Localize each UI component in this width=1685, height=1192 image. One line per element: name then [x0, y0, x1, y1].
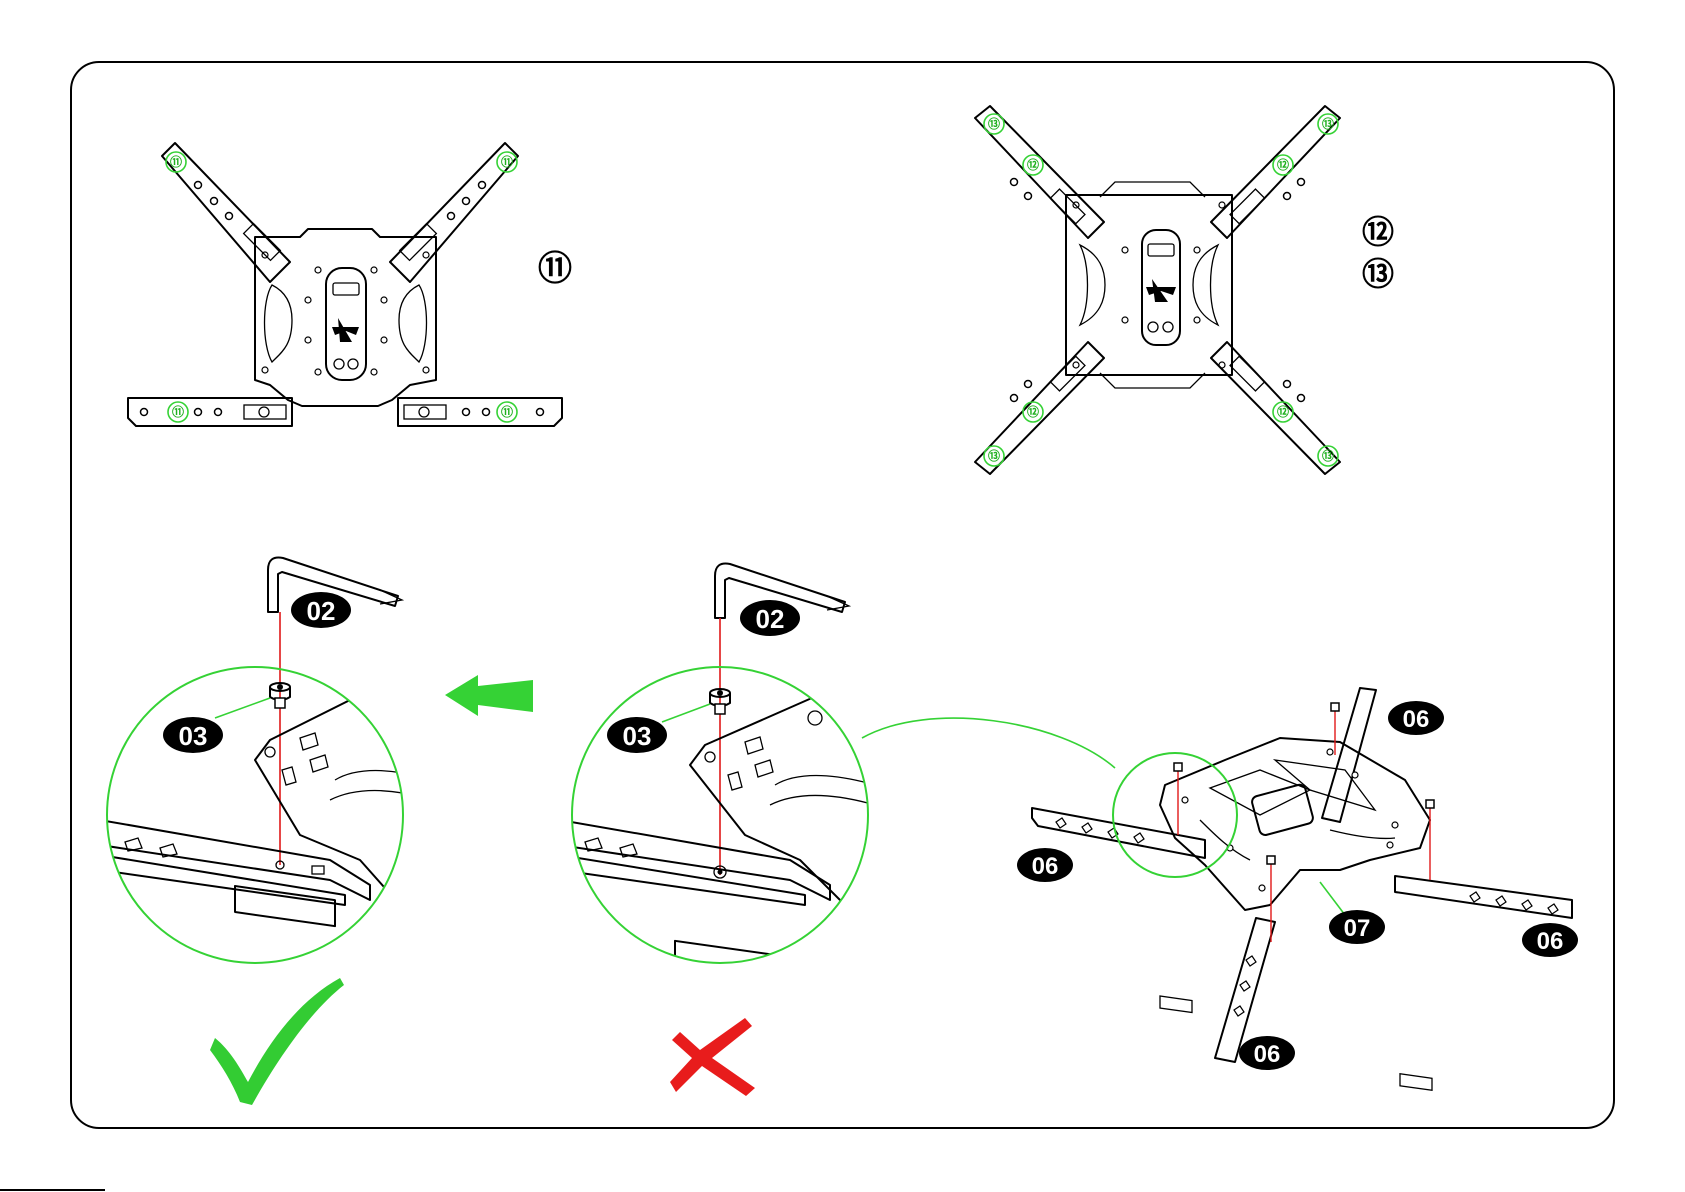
rail [1395, 876, 1572, 918]
callout-12: ⑫ [1362, 214, 1394, 250]
mark-12: ⑫ [1027, 157, 1039, 172]
label-rail-06: 06 [1403, 706, 1430, 733]
mark-13: ⑬ [988, 116, 1000, 131]
callout-13: ⑬ [1362, 256, 1394, 292]
bracket-diagram-right: ⑬ ⑬ ⑬ ⑬ ⑫ ⑫ ⑫ ⑫ ⑫ ⑬ [975, 106, 1394, 474]
mark-12: ⑫ [1027, 404, 1039, 419]
mark-12: ⑫ [1277, 404, 1289, 419]
mark-13: ⑬ [1322, 448, 1334, 463]
cross-icon [670, 1018, 755, 1096]
mark-13: ⑬ [988, 448, 1000, 463]
check-icon [210, 978, 344, 1105]
mark-12: ⑫ [1277, 157, 1289, 172]
mounting-plate [1160, 738, 1430, 910]
arm-holes [195, 182, 486, 220]
mark-11: ⑪ [172, 404, 184, 419]
label-bolt-03: 03 [623, 721, 652, 751]
bracket-diagram-left: ⑪ ⑪ ⑪ ⑪ ⑪ [128, 143, 572, 426]
zoom-connector [862, 718, 1115, 768]
callout-11: ⑪ [538, 250, 572, 288]
label-rail-06: 06 [1537, 928, 1564, 955]
label-bolt-03: 03 [179, 721, 208, 751]
assembly-diagram: 06 06 06 06 07 [1017, 688, 1578, 1090]
detail-incorrect: 02 03 [560, 564, 875, 1097]
label-rail-06: 06 [1254, 1041, 1281, 1068]
label-tool-02: 02 [307, 596, 336, 626]
detail-correct: 02 03 [100, 558, 533, 1106]
mark-11: ⑪ [170, 154, 182, 169]
mark-11: ⑪ [501, 404, 513, 419]
logo-mark [332, 318, 359, 342]
label-plate-07: 07 [1344, 915, 1371, 942]
label-rail-06: 06 [1032, 853, 1059, 880]
label-tool-02: 02 [756, 604, 785, 634]
mark-13: ⑬ [1322, 116, 1334, 131]
mark-11: ⑪ [501, 154, 513, 169]
direction-arrow-icon [445, 675, 533, 716]
